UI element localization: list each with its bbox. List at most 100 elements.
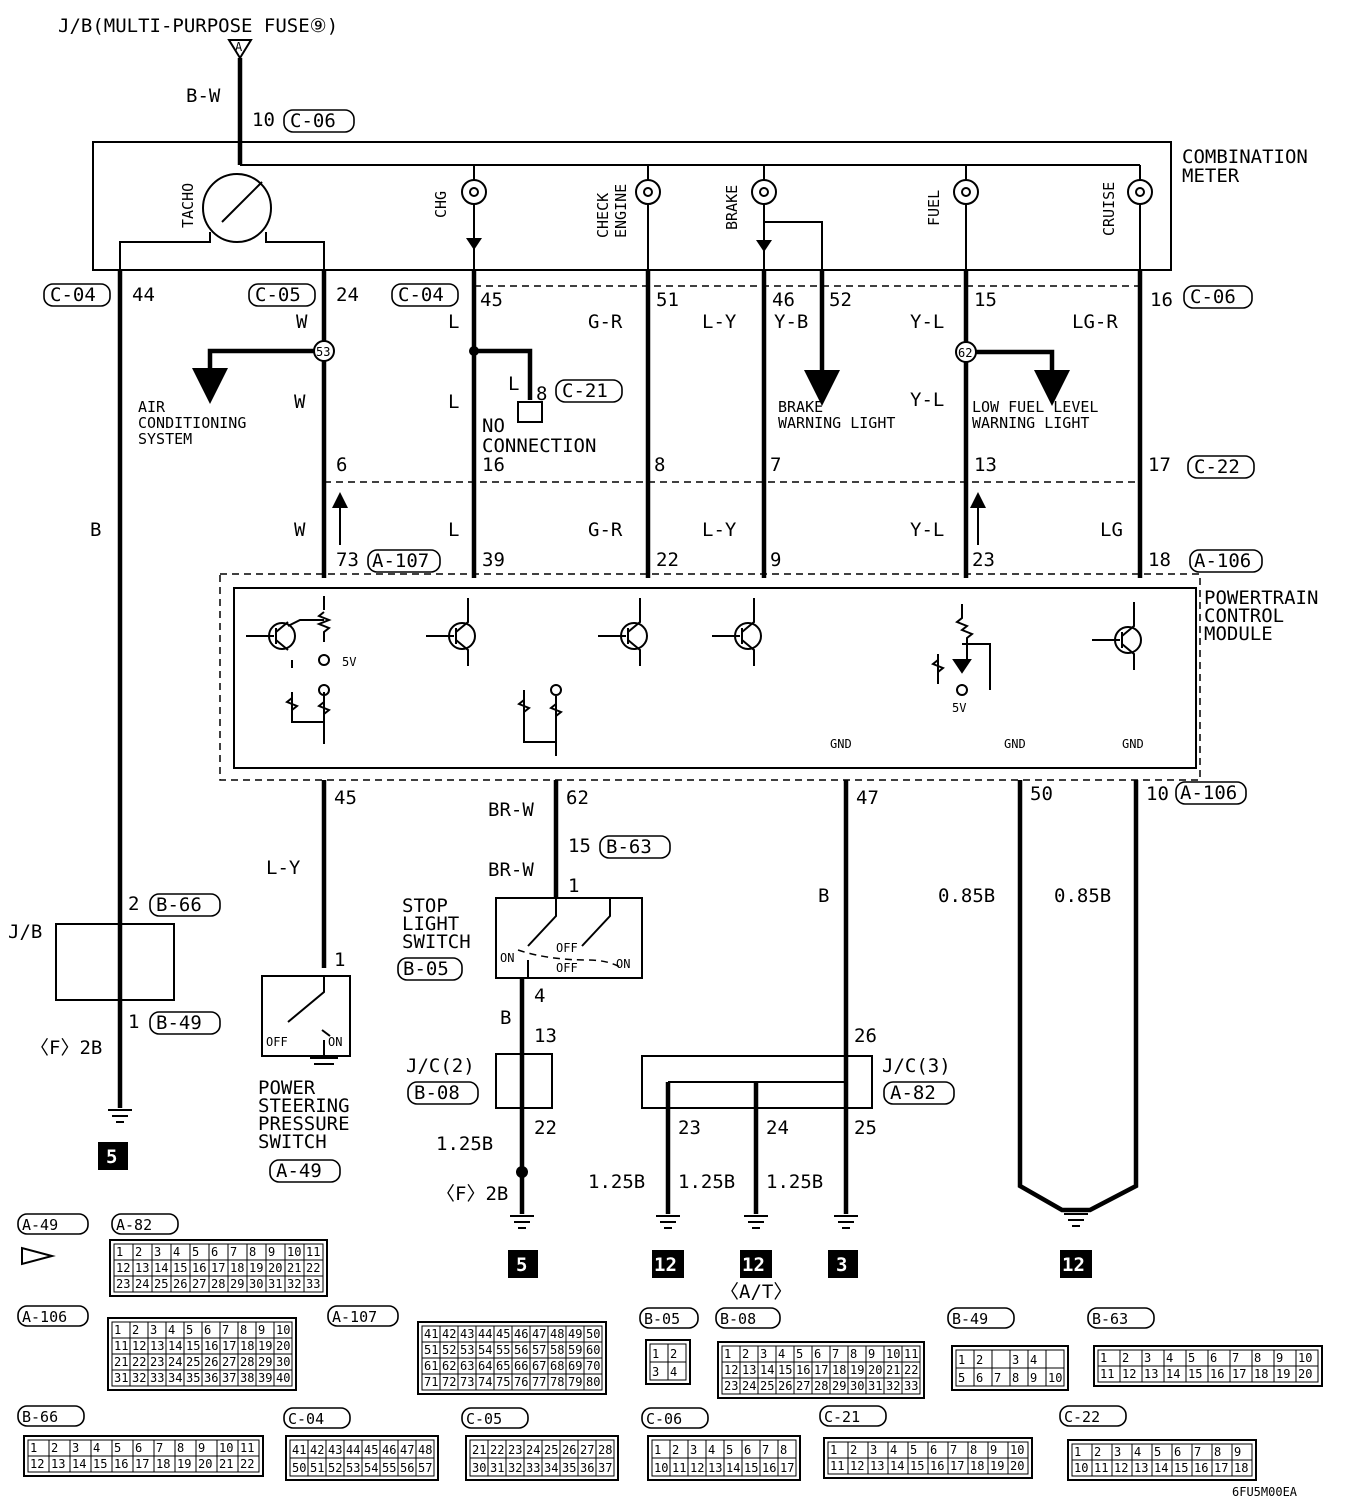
a106-pin: 29 xyxy=(258,1355,272,1369)
yb-1: Y-B xyxy=(774,311,808,333)
pin-52: 52 xyxy=(829,289,852,311)
tacho-gauge xyxy=(202,173,272,243)
b66-pin: 6 xyxy=(135,1441,142,1455)
a107-pin: 48 xyxy=(550,1327,564,1341)
a82-pin: 17 xyxy=(211,1261,225,1275)
ps-3: PRESSURE xyxy=(258,1113,350,1135)
c05-pin: 28 xyxy=(598,1443,612,1457)
b05-cell xyxy=(667,1361,687,1381)
b05-box xyxy=(397,957,463,981)
c22-pin: 14 xyxy=(1154,1461,1168,1475)
c22-pin: 11 xyxy=(1094,1461,1108,1475)
a107-pin: 42 xyxy=(442,1327,456,1341)
b66-box xyxy=(149,893,221,917)
a82-pin: 22 xyxy=(306,1261,320,1275)
b49-pin: 7 xyxy=(994,1371,1001,1385)
a106-pin: 25 xyxy=(186,1355,200,1369)
a107-pin: 68 xyxy=(550,1359,564,1373)
ground-5a: 5 xyxy=(106,1146,117,1168)
a106-pin: 31 xyxy=(114,1371,128,1385)
a106-pin: 24 xyxy=(168,1355,182,1369)
a82-label: A-82 xyxy=(890,1082,936,1104)
c05-pin: 23 xyxy=(508,1443,522,1457)
a106-pin: 4 xyxy=(168,1323,175,1337)
conn-tag-box xyxy=(111,1213,179,1235)
a82-pin: 21 xyxy=(287,1261,301,1275)
c21-pin: 4 xyxy=(890,1443,897,1457)
a107-pin: 69 xyxy=(568,1359,582,1373)
brake-lamp xyxy=(751,165,823,270)
a106-box xyxy=(1189,549,1263,573)
c04-pin: 45 xyxy=(364,1443,378,1457)
a106-pin: 34 xyxy=(168,1371,182,1385)
l-splice xyxy=(469,346,479,356)
pin-15: 15 xyxy=(974,289,997,311)
c21-pin: 7 xyxy=(950,1443,957,1457)
b66-pin: 12 xyxy=(30,1457,44,1471)
a106-pin: 26 xyxy=(204,1355,218,1369)
c22-pin: 12 xyxy=(1114,1461,1128,1475)
a82-pin: 26 xyxy=(173,1277,187,1291)
a82-pin: 19 xyxy=(249,1261,263,1275)
a82-pin: 31 xyxy=(268,1277,282,1291)
a106-pin: 19 xyxy=(258,1339,272,1353)
c06-pin: 12 xyxy=(690,1461,704,1475)
pin-51: 51 xyxy=(656,289,679,311)
b08-pin: 15 xyxy=(778,1363,792,1377)
stop-off-2: OFF xyxy=(556,961,578,975)
a106-pin: 36 xyxy=(204,1371,218,1385)
c04-pin: 51 xyxy=(310,1461,324,1475)
ac-2: CONDITIONING xyxy=(138,414,246,432)
tacho-label: TACHO xyxy=(179,183,197,228)
a106-pin: 30 xyxy=(276,1355,290,1369)
a106-pin: 6 xyxy=(204,1323,211,1337)
a82-pin: 24 xyxy=(135,1277,149,1291)
pcm-9: 9 xyxy=(770,549,781,571)
jc3-24: 24 xyxy=(766,1117,789,1139)
c04a-box xyxy=(43,283,111,307)
c21-pin: 11 xyxy=(830,1459,844,1473)
a82-pin: 32 xyxy=(287,1277,301,1291)
b49-pin: 8 xyxy=(1012,1371,1019,1385)
b63-pin: 14 xyxy=(1166,1367,1180,1381)
b49-frame xyxy=(951,1345,1069,1391)
c22-pin: 18 xyxy=(1234,1461,1248,1475)
b49-box xyxy=(149,1011,221,1035)
a106b-label: A-106 xyxy=(1180,782,1237,804)
ps-on: ON xyxy=(328,1035,342,1049)
conn-tag-box xyxy=(1087,1307,1155,1329)
w-3: W xyxy=(294,519,306,541)
c05-pin: 36 xyxy=(580,1461,594,1475)
jc2-box xyxy=(495,1053,553,1109)
conn-tag-box xyxy=(17,1305,89,1327)
pcm-73: 73 xyxy=(336,549,359,571)
c06-label: C-06 xyxy=(1190,286,1236,308)
a82-pin: 33 xyxy=(306,1277,320,1291)
a107-pin: 58 xyxy=(550,1343,564,1357)
pcm-22: 22 xyxy=(656,549,679,571)
b05-pin: 1 xyxy=(652,1347,659,1361)
a106b-box xyxy=(1175,781,1247,805)
a82-pin: 7 xyxy=(230,1245,237,1259)
stop-pin-1: 1 xyxy=(568,875,579,897)
b-mid: B xyxy=(818,885,829,907)
b63-pin: 19 xyxy=(1276,1367,1290,1381)
c22-13: 13 xyxy=(974,454,997,476)
ps-off: OFF xyxy=(266,1035,288,1049)
b63-label: B-63 xyxy=(606,836,652,858)
brw-1: BR-W xyxy=(488,799,534,821)
a82-pin: 9 xyxy=(268,1245,275,1259)
a82-pin: 1 xyxy=(116,1245,123,1259)
a107-pin: 78 xyxy=(550,1375,564,1389)
b49-label: B-49 xyxy=(156,1012,202,1034)
c21-pin: 8 xyxy=(970,1443,977,1457)
c21-pin: 12 xyxy=(850,1459,864,1473)
c22-6: 6 xyxy=(336,454,347,476)
a82-pin: 18 xyxy=(230,1261,244,1275)
l-3: L xyxy=(448,519,459,541)
pcm-title-2: CONTROL xyxy=(1204,605,1284,627)
c06-pin: 11 xyxy=(672,1461,686,1475)
conn-tag-label: A-82 xyxy=(116,1216,152,1234)
pin-46: 46 xyxy=(772,289,795,311)
c22-pin: 3 xyxy=(1114,1445,1121,1459)
